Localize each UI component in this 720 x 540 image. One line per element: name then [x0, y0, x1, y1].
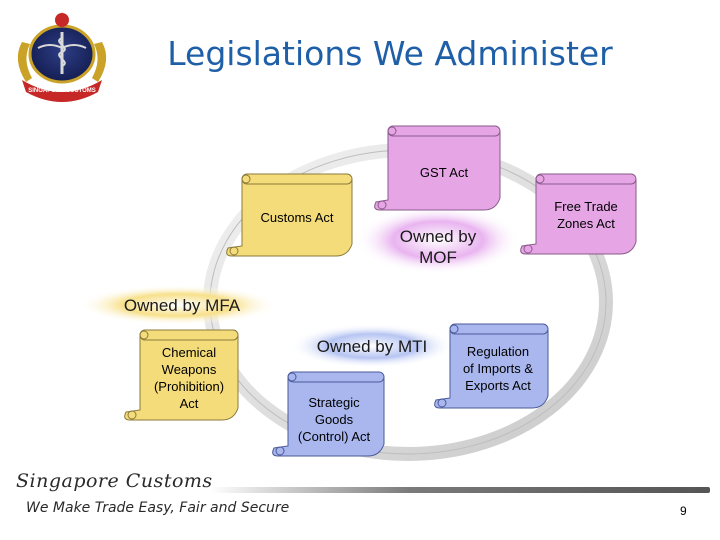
gst-act-text: GST Act [419, 165, 469, 180]
scroll-ftz-act [520, 173, 637, 255]
footer-tagline: We Make Trade Easy, Fair and Secure [26, 500, 290, 516]
logo-text: SINGAPORE CUSTOMS [28, 88, 96, 94]
singapore-customs-logo: SINGAPORE CUSTOMS [8, 8, 116, 104]
regulation-act-text: Regulation of Imports & Exports Act [462, 344, 534, 393]
footer-organization: Singapore Customs [16, 470, 213, 492]
strategic-goods-act-text: Strategic Goods (Control) Act [297, 395, 371, 444]
ftz-act-text: Free Trade Zones Act [554, 199, 618, 231]
owned-by-mfa-label: Owned by MFA [123, 296, 241, 315]
footer-divider [210, 487, 710, 493]
scroll-customs-act [226, 173, 353, 257]
slide-title: Legislations We Administer [167, 34, 613, 73]
scroll-strategic-goods-act [272, 371, 385, 457]
owned-by-mof-label: Owned by MOF [399, 227, 477, 267]
owned-by-mfa-glow [78, 285, 278, 325]
scroll-regulation-act [434, 323, 549, 409]
owned-by-mof-glow [356, 206, 520, 274]
scroll-chemical-weapons-act [124, 329, 239, 421]
owned-by-mti-glow [290, 324, 454, 368]
owned-by-mti-label: Owned by MTI [316, 337, 428, 356]
page-number: 9 [680, 504, 687, 518]
customs-act-text: Customs Act [260, 210, 334, 225]
chemical-weapons-act-text: Chemical Weapons (Prohibition) Act [153, 345, 225, 411]
scroll-gst-act [374, 125, 501, 211]
